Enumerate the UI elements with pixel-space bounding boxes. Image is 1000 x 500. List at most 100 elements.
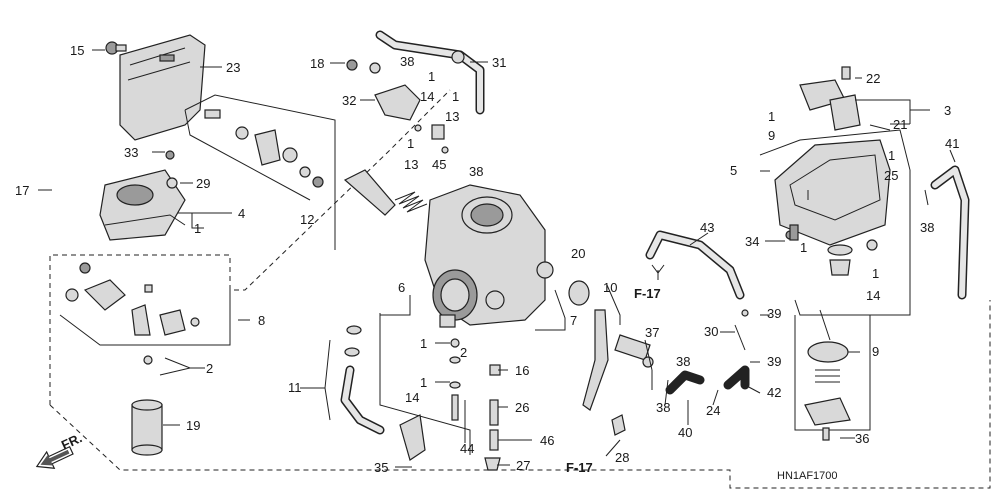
lever-part — [343, 169, 396, 216]
screw-15-part — [105, 41, 127, 55]
label-4: 4 — [238, 206, 245, 221]
bracket-35-part — [399, 414, 426, 461]
label-38-top: 38 — [400, 54, 414, 69]
label-16: 16 — [515, 363, 529, 378]
spring-clips-part — [344, 325, 362, 357]
label-1-g: 1 — [800, 240, 807, 255]
label-35: 35 — [374, 460, 388, 475]
label-2-a: 2 — [460, 345, 467, 360]
label-34: 34 — [745, 234, 759, 249]
needle-jet-parts — [449, 338, 501, 471]
label-20: 20 — [571, 246, 585, 261]
label-13-b: 13 — [404, 157, 418, 172]
front-arrow-icon — [35, 445, 74, 469]
diagram-code: HN1AF1700 — [777, 470, 838, 482]
label-1-j: 1 — [420, 375, 427, 390]
label-10: 10 — [603, 280, 617, 295]
label-33: 33 — [124, 145, 138, 160]
jet-group-bracket — [379, 313, 471, 455]
screw-34-part — [789, 224, 799, 241]
label-f17-b: F-17 — [566, 460, 593, 475]
label-38-e: 38 — [656, 400, 670, 415]
label-27: 27 — [516, 458, 530, 473]
float-chamber-group-bracket — [759, 129, 911, 316]
label-3: 3 — [944, 103, 951, 118]
hose-40-part — [665, 370, 705, 395]
label-8: 8 — [258, 313, 265, 328]
accelerator-pump-parts — [804, 309, 851, 441]
label-1-f: 1 — [888, 148, 895, 163]
label-38-c: 38 — [920, 220, 934, 235]
label-14-b: 14 — [866, 288, 880, 303]
screw-33-part — [165, 150, 175, 160]
throttle-linkage-bracket — [184, 94, 336, 250]
label-12: 12 — [300, 212, 314, 227]
label-39-b: 39 — [767, 354, 781, 369]
label-44: 44 — [460, 441, 474, 456]
label-45: 45 — [432, 157, 446, 172]
label-40: 40 — [678, 425, 692, 440]
throttle-cam-bracket — [59, 290, 231, 346]
carburetor-body-part — [424, 184, 554, 328]
label-37: 37 — [645, 325, 659, 340]
label-1-e: 1 — [768, 109, 775, 124]
label-11: 11 — [288, 380, 302, 395]
label-15: 15 — [70, 43, 84, 58]
label-2-b: 2 — [206, 361, 213, 376]
rod-30-part — [734, 324, 746, 351]
throttle-linkage-parts — [204, 109, 324, 188]
label-f17-a: F-17 — [634, 286, 661, 301]
label-22: 22 — [866, 71, 880, 86]
label-6: 6 — [398, 280, 405, 295]
top-cover-part — [119, 34, 206, 141]
label-28: 28 — [615, 450, 629, 465]
label-1-h: 1 — [872, 266, 879, 281]
clip-39-part — [741, 309, 749, 317]
label-13-a: 13 — [445, 109, 459, 124]
washer-29-part — [166, 177, 178, 189]
label-24: 24 — [706, 403, 720, 418]
label-26: 26 — [515, 400, 529, 415]
label-1-a: 1 — [428, 69, 435, 84]
label-32: 32 — [342, 93, 356, 108]
leader-lines — [38, 49, 956, 468]
label-42: 42 — [767, 385, 781, 400]
cap-cover-part — [99, 169, 186, 241]
throttle-cam-parts — [65, 262, 200, 336]
label-30: 30 — [704, 324, 718, 339]
screw-14-part — [866, 239, 878, 251]
screw-18-part — [346, 59, 358, 71]
hose-42-part — [723, 365, 750, 390]
label-25: 25 — [884, 168, 898, 183]
front-arrow-label: FR. — [59, 430, 84, 452]
label-43: 43 — [700, 220, 714, 235]
label-17: 17 — [15, 183, 29, 198]
diaphragm-cover-part — [374, 84, 421, 121]
label-1-d: 1 — [194, 221, 201, 236]
filter-cup-19-part — [131, 399, 163, 456]
label-9-a: 9 — [768, 128, 775, 143]
pump-group-bracket — [794, 315, 871, 431]
label-31: 31 — [492, 55, 506, 70]
label-18: 18 — [310, 56, 324, 71]
label-39-a: 39 — [767, 306, 781, 321]
label-1-b: 1 — [452, 89, 459, 104]
label-38-d: 38 — [676, 354, 690, 369]
pin-2-part — [143, 355, 153, 365]
spring-part — [394, 191, 428, 213]
throttle-arm-part — [582, 309, 654, 411]
label-19: 19 — [186, 418, 200, 433]
cap-20-part — [568, 280, 590, 306]
label-41: 41 — [945, 136, 959, 151]
accelerator-pump-cover-part — [799, 66, 891, 131]
label-9-b: 9 — [872, 344, 879, 359]
label-36: 36 — [855, 431, 869, 446]
label-21: 21 — [893, 117, 907, 132]
label-23: 23 — [226, 60, 240, 75]
label-14-c: 14 — [405, 390, 419, 405]
label-5: 5 — [730, 163, 737, 178]
label-29: 29 — [196, 176, 210, 191]
drain-plug-part — [827, 244, 853, 276]
label-46: 46 — [540, 433, 554, 448]
